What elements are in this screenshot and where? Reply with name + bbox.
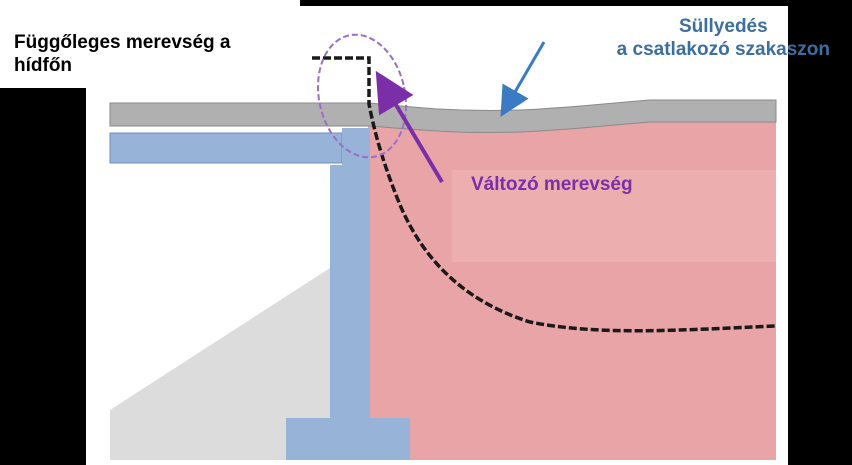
road-surface [109,99,777,134]
label-settlement-line2: a csatlakozó szakaszon [616,38,830,60]
label-vertical-line2: hídfőn [14,54,73,76]
abutment-wall [330,165,370,423]
arrow-up-left-icon [375,70,444,184]
label-background [0,0,300,88]
abutment-footing [286,418,410,460]
stiffness-curve [312,56,777,333]
arrow-down-left-icon [500,41,546,117]
label-settlement: Süllyedés a csatlakozó szakaszon [617,16,830,62]
bridge-deck [109,132,343,164]
slope-fill [110,268,330,460]
abutment-top [342,128,370,168]
label-settlement-line1: Süllyedés [678,16,768,37]
label-vertical-line1: Függőleges merevség a [14,32,231,53]
label-variable-stiffness: Változó merevség [471,174,633,195]
label-vertical-stiffness: Függőleges merevség a hídfőn [14,32,230,78]
embankment-highlight [452,170,776,262]
